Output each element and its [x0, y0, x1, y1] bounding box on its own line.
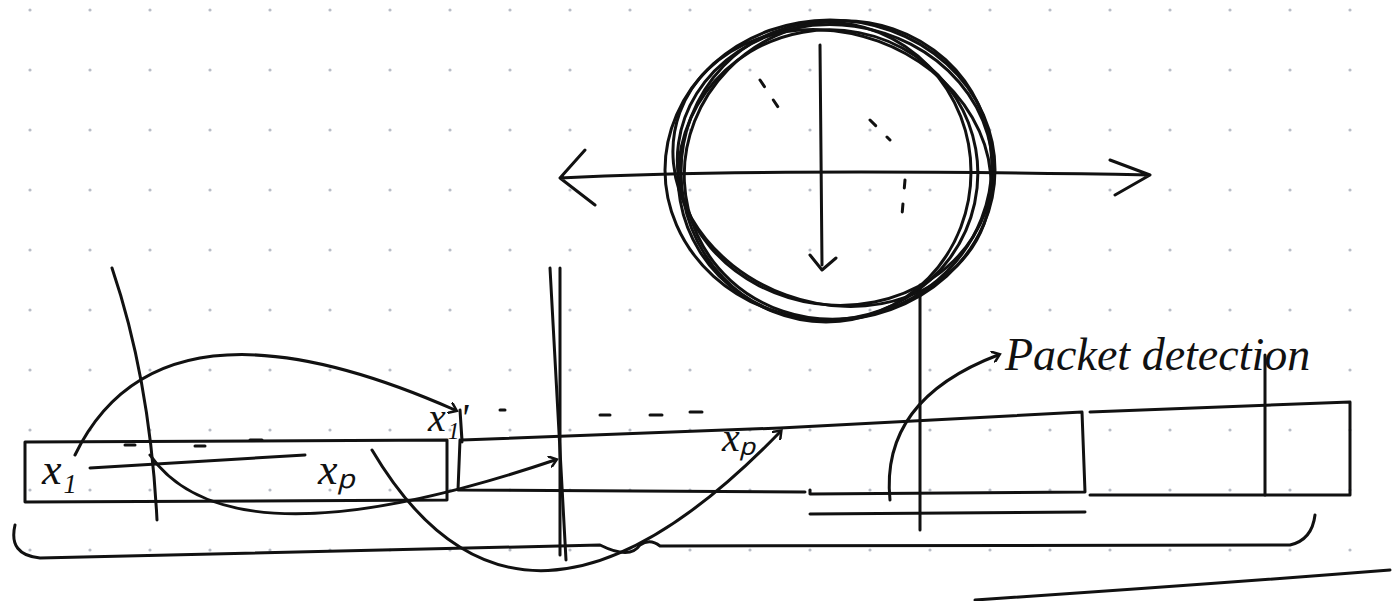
symbol-label: x₁' — [428, 398, 468, 438]
symbol-label: x₁ — [42, 448, 77, 492]
annotation-text: Packet detection — [1005, 332, 1310, 378]
symbol-label: xₚ — [318, 448, 356, 492]
symbol-label: xₚ — [722, 418, 756, 458]
